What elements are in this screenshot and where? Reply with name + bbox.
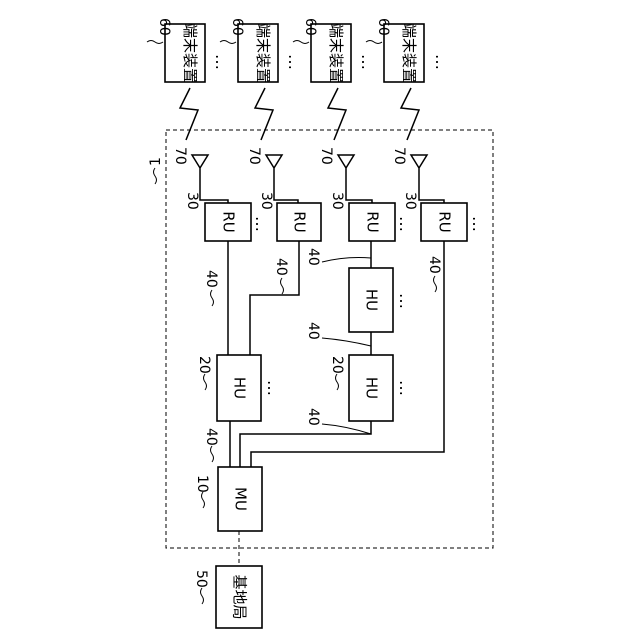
terminal-label: 端末装置 [181,23,199,83]
wireless-link-3 [328,88,346,140]
ellipsis: … [396,216,415,233]
terminal-ref: 60 [156,18,172,36]
svg-text:基地局: 基地局 [231,574,249,619]
svg-text:10: 10 [194,475,210,493]
leader-line [147,41,163,44]
svg-text:HU: HU [363,377,381,399]
hu-2: HU 20 [329,355,393,421]
mu: MU 10 [194,467,262,531]
terminal-ref: 60 [302,18,318,36]
ellipsis: … [212,54,231,71]
ellipsis: … [264,380,283,397]
svg-text:40: 40 [273,258,289,276]
terminal-label: 端末装置 [327,23,345,83]
svg-text:20: 20 [329,356,345,374]
ellipsis: … [469,216,488,233]
svg-text:40: 40 [203,270,219,288]
svg-text:40: 40 [305,408,321,426]
hu-1: HU 20 [196,355,261,421]
svg-text:70: 70 [246,147,262,165]
terminal-2: 端末装置 60 [220,18,278,83]
svg-text:RU: RU [220,211,238,232]
svg-text:70: 70 [172,147,188,165]
cable-label: 40 [273,258,289,294]
cable-label: 40 [203,270,219,306]
svg-text:1: 1 [148,157,164,166]
svg-text:RU: RU [291,211,309,232]
terminal-ref: 60 [375,18,391,36]
wireless-link-4 [401,88,419,140]
leader-line [366,41,382,44]
wireless-link-2 [255,88,273,140]
cable-label: 40 [426,256,442,292]
svg-text:30: 30 [402,192,418,210]
ellipsis: … [285,54,304,71]
terminal-ref: 60 [229,18,245,36]
leader-line [293,41,309,44]
ellipsis: … [358,54,377,71]
svg-text:40: 40 [203,428,219,446]
svg-text:30: 30 [184,192,200,210]
svg-text:30: 30 [329,192,345,210]
svg-text:50: 50 [193,570,209,588]
cables [228,241,444,467]
svg-text:RU: RU [364,211,382,232]
svg-text:HU: HU [363,289,381,311]
svg-text:70: 70 [318,147,334,165]
ellipsis: … [252,216,271,233]
terminal-label: 端末装置 [400,23,418,83]
base-station: 基地局 50 [193,566,262,628]
svg-text:70: 70 [391,147,407,165]
ellipsis: … [396,293,415,310]
wireless-link-1 [180,88,198,140]
svg-text:40: 40 [305,322,321,340]
svg-text:MU: MU [232,487,250,511]
cable-label: 40 [203,428,219,462]
svg-text:30: 30 [258,192,274,210]
svg-text:40: 40 [305,248,321,266]
terminal-3: 端末装置 60 [293,18,351,83]
svg-text:40: 40 [426,256,442,274]
leader-line [220,41,236,44]
terminal-1: 端末装置 60 [147,18,205,83]
terminal-label: 端末装置 [254,23,272,83]
cable-label: 40 [305,248,371,266]
hu-3: HU [349,268,393,332]
svg-text:HU: HU [231,377,249,399]
system-ref: 1 [148,157,164,184]
svg-text:20: 20 [196,356,212,374]
svg-text:RU: RU [436,211,454,232]
terminal-4: 端末装置 60 [366,18,424,83]
ellipsis: … [432,54,451,71]
ellipsis: … [396,380,415,397]
